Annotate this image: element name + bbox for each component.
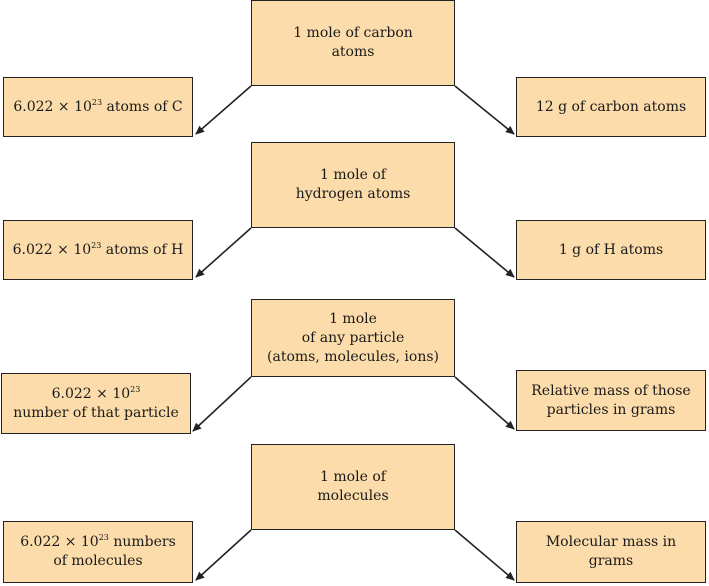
- exponent: 23: [98, 533, 109, 542]
- avogadro-number: 6.022 × 10: [51, 385, 131, 402]
- arrow-row3-left: [192, 376, 252, 432]
- left-box-hydrogen-atoms-count: 6.022 × 1023 atoms of H: [3, 220, 193, 280]
- center-box-molecules: 1 mole of molecules: [251, 444, 455, 530]
- center-box-hydrogen: 1 mole of hydrogen atoms: [251, 142, 455, 228]
- right-box-molecular-mass: Molecular mass in grams: [516, 521, 706, 583]
- right-box-label: 12 g of carbon atoms: [535, 98, 687, 115]
- avogadro-number: 6.022 × 10: [13, 98, 92, 115]
- arrow-row3-right: [454, 376, 515, 430]
- left-box-molecule-count: 6.022 × 1023 numbers of molecules: [3, 521, 193, 583]
- avogadro-number: 6.022 × 10: [12, 241, 92, 258]
- arrow-row2-right: [454, 227, 515, 278]
- avogadro-number: 6.022 × 10: [20, 534, 99, 550]
- center-box-label: 1 mole of molecules: [317, 469, 389, 504]
- exponent: 23: [130, 384, 141, 394]
- left-box-label: numbers of molecules: [53, 534, 176, 569]
- left-box-carbon-atoms-count: 6.022 × 1023 atoms of C: [3, 77, 193, 137]
- center-box-carbon: 1 mole of carbon atoms: [251, 0, 455, 86]
- left-box-label: number of that particle: [13, 404, 179, 421]
- center-box-label: 1 mole of carbon atoms: [293, 25, 413, 60]
- right-box-label: Molecular mass in grams: [545, 534, 677, 569]
- arrow-row1-right: [454, 85, 515, 135]
- center-box-label: 1 mole of hydrogen atoms: [295, 167, 411, 202]
- arrow-row4-left: [195, 529, 252, 581]
- right-box-label: 1 g of H atoms: [558, 241, 664, 258]
- right-box-particle-mass: Relative mass of those particles in gram…: [516, 370, 706, 431]
- exponent: 23: [91, 240, 102, 250]
- left-box-label: atoms of C: [102, 98, 183, 115]
- arrow-row2-left: [195, 227, 252, 278]
- left-box-label: atoms of H: [101, 241, 184, 258]
- center-box-label: 1 mole of any particle (atoms, molecules…: [267, 310, 439, 365]
- right-box-label: Relative mass of those particles in gram…: [531, 382, 691, 418]
- arrow-row1-left: [195, 85, 252, 135]
- exponent: 23: [91, 97, 103, 107]
- right-box-carbon-mass: 12 g of carbon atoms: [516, 77, 706, 137]
- arrow-row4-right: [454, 529, 515, 581]
- center-box-any-particle: 1 mole of any particle (atoms, molecules…: [251, 299, 455, 377]
- left-box-particle-count: 6.022 × 1023 number of that particle: [1, 373, 191, 434]
- right-box-hydrogen-mass: 1 g of H atoms: [516, 220, 706, 280]
